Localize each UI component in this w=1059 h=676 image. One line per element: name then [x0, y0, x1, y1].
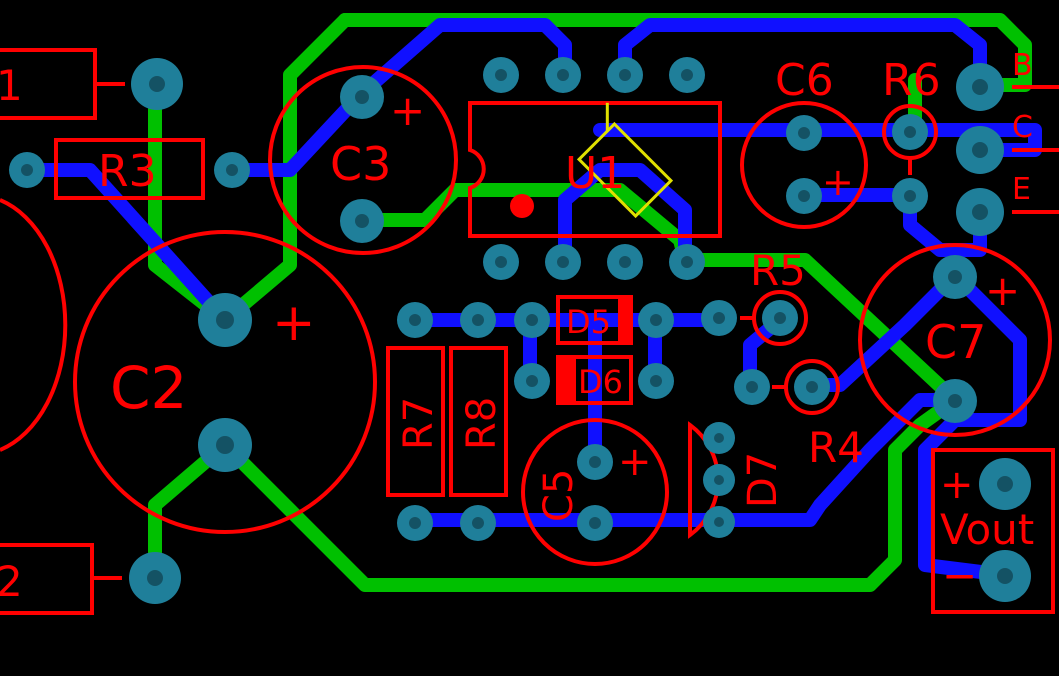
d5-label: D5	[566, 303, 611, 341]
pad	[892, 178, 928, 214]
pad	[397, 505, 433, 541]
pad	[762, 300, 798, 336]
pad	[703, 422, 735, 454]
c5-label: C5	[536, 469, 582, 522]
c7-plus: +	[985, 266, 1020, 315]
pad	[198, 293, 252, 347]
pad	[786, 115, 822, 151]
u1-orientation-marker	[576, 102, 674, 219]
vout-plus: +	[940, 462, 974, 508]
r7-outline	[386, 346, 445, 497]
r4-label: R4	[808, 423, 864, 472]
c7-outline	[858, 243, 1052, 437]
r6-label: R6	[882, 55, 941, 106]
connector-1-label: 1	[0, 61, 23, 110]
c3-plus: +	[390, 86, 425, 135]
c7-label: C7	[925, 315, 986, 369]
pad	[340, 199, 384, 243]
pad	[545, 57, 581, 93]
pad	[734, 369, 770, 405]
c3-label: C3	[330, 137, 391, 191]
pad	[198, 418, 252, 472]
pad	[545, 244, 581, 280]
r3-outline	[54, 138, 205, 200]
r7-label: R7	[396, 397, 442, 450]
r3-label: R3	[98, 146, 157, 197]
pad	[514, 302, 550, 338]
u1-pin1-dot	[510, 194, 534, 218]
c3-outline	[268, 65, 458, 255]
pad	[131, 58, 183, 110]
pad	[794, 369, 830, 405]
u1-outline	[468, 101, 722, 238]
pad	[460, 302, 496, 338]
pad	[607, 57, 643, 93]
pad	[979, 550, 1031, 602]
pad	[397, 302, 433, 338]
u1-label: U1	[565, 148, 625, 199]
pad	[638, 363, 674, 399]
pad	[340, 75, 384, 119]
pad	[9, 152, 45, 188]
pad	[483, 57, 519, 93]
pad	[638, 302, 674, 338]
vout-label: Vout	[940, 505, 1034, 554]
d7-label: D7	[740, 452, 786, 508]
pad	[577, 505, 613, 541]
c5-outline	[521, 418, 669, 566]
pin-c-label: C	[1012, 110, 1033, 145]
pads-layer	[9, 57, 1031, 604]
silkscreen-text: 1 2 R3 C3 + U1 C6 + R6 B C E C2 + R5 C7 …	[0, 48, 1034, 606]
vout-outline	[931, 448, 1055, 614]
c5-plus: +	[618, 439, 652, 485]
r5-label: R5	[750, 246, 806, 295]
pad	[483, 244, 519, 280]
pad	[460, 505, 496, 541]
pad	[703, 506, 735, 538]
pad	[933, 379, 977, 423]
c6-outline	[740, 101, 868, 229]
pad	[933, 255, 977, 299]
pad	[669, 244, 705, 280]
pad	[577, 444, 613, 480]
connector-2-label: 2	[0, 557, 23, 606]
pad	[703, 464, 735, 496]
vout-minus: −	[942, 551, 977, 600]
pad	[701, 300, 737, 336]
left-capacitor-outline	[0, 198, 68, 452]
c2-outline	[73, 230, 377, 534]
pad	[956, 126, 1004, 174]
c6-plus: +	[822, 160, 854, 204]
r8-outline	[449, 346, 508, 497]
pad	[892, 114, 928, 150]
d6-label: D6	[578, 363, 623, 401]
pad	[129, 552, 181, 604]
pad	[514, 363, 550, 399]
pad	[786, 178, 822, 214]
pad	[607, 244, 643, 280]
c2-plus: +	[272, 293, 316, 353]
pad	[214, 152, 250, 188]
pin-e-label: E	[1012, 172, 1031, 207]
pad	[669, 57, 705, 93]
c2-label: C2	[110, 354, 187, 422]
c6-label: C6	[775, 55, 834, 106]
pad	[979, 458, 1031, 510]
pad	[956, 188, 1004, 236]
pad	[956, 63, 1004, 111]
pin-b-label: B	[1012, 48, 1033, 83]
r8-label: R8	[459, 397, 505, 450]
silkscreen-layer	[0, 48, 1059, 615]
